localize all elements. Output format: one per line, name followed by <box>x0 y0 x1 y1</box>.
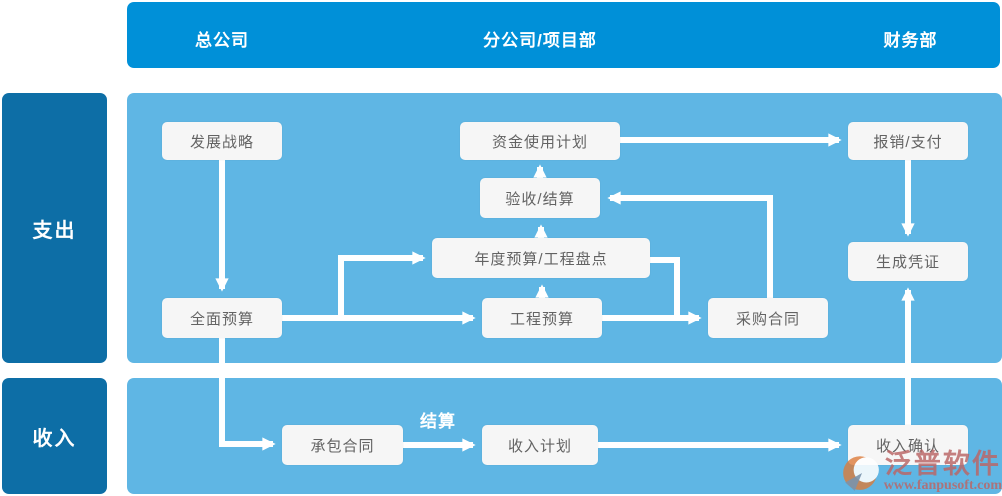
flow-node-contracting-contract: 承包合同 <box>282 425 403 465</box>
flow-node-overall-budget: 全面预算 <box>162 298 282 338</box>
flow-node-reimburse-pay: 报销/支付 <box>848 122 968 160</box>
swimlane-header-bar <box>127 2 1000 68</box>
flow-node-annual-budget-inventory: 年度预算/工程盘点 <box>432 238 650 278</box>
flow-node-purchase-contract: 采购合同 <box>708 298 828 338</box>
column-finance-dept: 财务部 <box>883 31 938 50</box>
flow-node-project-budget: 工程预算 <box>482 298 602 338</box>
flow-node-generate-voucher: 生成凭证 <box>848 242 968 281</box>
flow-node-fund-use-plan: 资金使用计划 <box>460 122 620 160</box>
fanpu-logo-icon <box>842 456 879 491</box>
row-label-income: 收入 <box>2 378 107 494</box>
watermark-brand: 泛普软件 <box>884 449 1001 479</box>
flow-node-acceptance-settlement: 验收/结算 <box>480 178 600 218</box>
column-head-office: 总公司 <box>195 31 249 50</box>
row-label-expense: 支出 <box>2 93 107 363</box>
watermark-url: www.fanpusoft.com <box>883 478 1002 493</box>
flow-node-income-plan: 收入计划 <box>482 425 598 465</box>
watermark: 泛普软件 www.fanpusoft.com <box>840 450 1002 494</box>
flow-node-development-strategy: 发展战略 <box>162 122 282 160</box>
edge-label-settlement: 结算 <box>420 412 456 431</box>
column-branch-project-dept: 分公司/项目部 <box>483 31 597 50</box>
